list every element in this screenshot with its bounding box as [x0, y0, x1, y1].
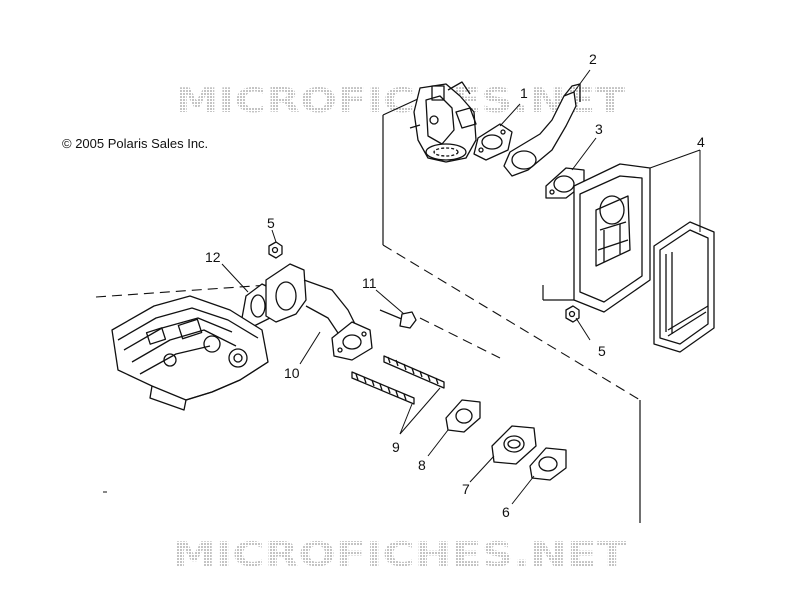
spacer [491, 425, 537, 465]
assembly-outline [95, 244, 641, 401]
air-box [573, 163, 651, 313]
intake-gasket [445, 399, 481, 433]
copyright-notice: © 2005 Polaris Sales Inc. [62, 136, 209, 151]
callout-11: 11 [362, 275, 377, 291]
intake-manifold [265, 263, 373, 361]
callout-10: 10 [284, 365, 300, 381]
callout-6: 6 [502, 504, 510, 520]
callout-12: 12 [205, 249, 221, 265]
air-box-cover [653, 221, 715, 353]
nut-upper [268, 241, 283, 259]
studs [351, 355, 445, 405]
callout-9: 9 [392, 439, 400, 455]
watermark-bottom: MICROFICHES.NET [172, 535, 628, 575]
callout-5-lower: 5 [598, 343, 606, 359]
callout-2: 2 [589, 51, 597, 67]
nut-lower [565, 305, 580, 323]
callout-3: 3 [595, 121, 603, 137]
callout-7: 7 [462, 481, 470, 497]
cylinder-head [111, 295, 269, 411]
callout-labels: 1 2 3 4 5 5 6 7 8 9 10 11 12 [205, 51, 705, 520]
carburetor-gasket [473, 123, 513, 161]
callout-8: 8 [418, 457, 426, 473]
spacer-gasket [529, 447, 567, 481]
assembly-frame [382, 97, 641, 523]
bolt [379, 309, 417, 329]
carburetor [409, 81, 477, 163]
callout-5-upper: 5 [267, 215, 275, 231]
leader-lines [221, 69, 701, 505]
watermark-top: MICROFICHES.NET [175, 81, 626, 121]
bracket [503, 83, 581, 177]
callout-4: 4 [697, 134, 705, 150]
callout-1: 1 [520, 85, 528, 101]
